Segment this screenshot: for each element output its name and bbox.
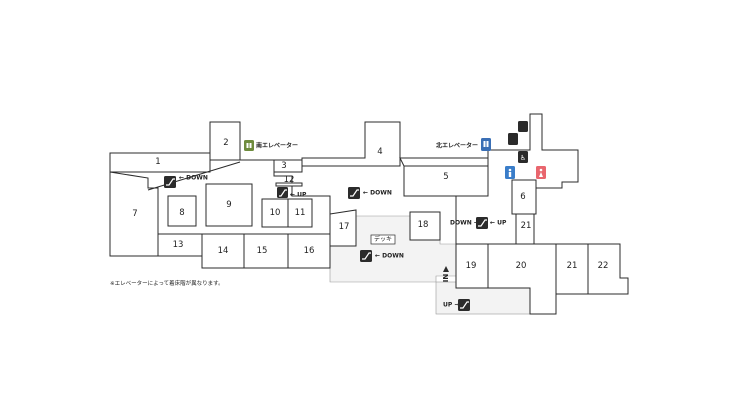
south-elevator[interactable]: 南エレベーター — [244, 140, 298, 151]
room-number-13: 13 — [173, 240, 184, 250]
room-number-8: 8 — [179, 208, 184, 218]
room-number-11: 11 — [295, 208, 306, 218]
room-number-21b: 21 — [567, 261, 578, 271]
escalator-icon — [476, 217, 488, 229]
north-elevator-label: 北エレベーター — [436, 142, 478, 150]
room-4-block — [301, 121, 401, 167]
elevator-icon — [481, 138, 491, 151]
escalator-right[interactable]: DOWN → ← UP — [450, 217, 507, 229]
deck-label: デッキ — [374, 235, 392, 243]
room-number-1: 1 — [155, 157, 160, 167]
room-number-16: 16 — [304, 246, 315, 256]
room-22[interactable] — [587, 243, 629, 295]
escalator-center-down[interactable]: ← DOWN — [348, 187, 392, 199]
deck-label-box: デッキ — [370, 234, 396, 245]
north-elevator[interactable]: 北エレベーター — [436, 138, 491, 151]
svg-text:♿: ♿ — [520, 154, 526, 162]
multipurpose-restroom-icon — [508, 133, 518, 145]
room-number-10: 10 — [270, 208, 281, 218]
room-3[interactable] — [273, 159, 303, 173]
escalator-label: DOWN → — [450, 220, 479, 227]
escalator-left[interactable]: ← DOWN — [164, 175, 208, 189]
multipurpose-restroom-icon — [518, 121, 528, 132]
escalator-icon — [277, 187, 288, 198]
escalator-label: ← DOWN — [375, 253, 404, 260]
room-number-5: 5 — [443, 172, 448, 182]
room-17[interactable] — [329, 209, 357, 247]
center-building — [329, 157, 489, 247]
escalator-center-up[interactable]: ← UP — [277, 187, 307, 199]
room-number-4: 4 — [377, 147, 382, 157]
footnote: ※エレベーターによって着床階が異なります。 — [110, 279, 224, 287]
room-number-19: 19 — [466, 261, 477, 271]
room-number-12: 12 — [284, 175, 295, 185]
room-number-21a: 21 — [521, 221, 532, 231]
right-building — [455, 113, 629, 315]
escalator-icon — [458, 299, 470, 311]
room-1[interactable] — [109, 152, 211, 173]
entrance-label: IN — [442, 274, 450, 283]
escalator-label: ← DOWN — [179, 175, 208, 182]
accessible-restroom-icon — [518, 151, 528, 163]
room-number-20: 20 — [516, 261, 527, 271]
room-8[interactable] — [167, 195, 197, 227]
room-number-3: 3 — [281, 161, 286, 171]
room-11[interactable] — [287, 198, 313, 228]
room-number-2: 2 — [223, 138, 228, 148]
room-4[interactable] — [301, 121, 401, 167]
room-18[interactable] — [409, 211, 441, 241]
escalator-label: ← DOWN — [363, 190, 392, 197]
room-number-22: 22 — [598, 261, 609, 271]
escalator-label: ← UP — [490, 220, 507, 227]
room-9[interactable] — [205, 183, 253, 227]
room-12[interactable] — [275, 182, 303, 187]
entrance-marker[interactable]: IN — [442, 266, 450, 282]
room-number-6: 6 — [520, 192, 525, 202]
room-21b[interactable] — [555, 243, 589, 295]
room-labels: 1 2 3 4 5 6 7 8 9 10 11 12 13 14 15 16 1… — [132, 138, 608, 271]
room-number-7: 7 — [132, 209, 137, 219]
elevator-icon — [244, 140, 254, 151]
restrooms: ♿ — [505, 121, 546, 179]
escalator-label: ← UP — [290, 192, 307, 199]
room-number-9: 9 — [226, 200, 231, 210]
room-15[interactable] — [243, 233, 289, 269]
south-elevator-label: 南エレベーター — [256, 142, 298, 150]
room-number-15: 15 — [257, 246, 268, 256]
left-building — [109, 121, 331, 269]
escalator-deck[interactable]: ← DOWN — [360, 250, 404, 262]
room-16[interactable] — [287, 233, 331, 269]
room-14[interactable] — [201, 233, 245, 269]
room-number-14: 14 — [218, 246, 229, 256]
escalator-icon — [348, 187, 360, 199]
room-10[interactable] — [261, 198, 289, 228]
room-number-18: 18 — [418, 220, 429, 230]
room-number-17: 17 — [339, 222, 350, 232]
escalator-icon — [164, 176, 176, 188]
escalator-bottom[interactable]: UP → — [443, 299, 470, 311]
escalator-label: UP → — [443, 302, 459, 309]
room-7[interactable] — [109, 171, 159, 257]
entrance-arrow-icon — [443, 266, 449, 272]
room-2[interactable] — [209, 121, 241, 161]
escalator-icon — [360, 250, 372, 262]
